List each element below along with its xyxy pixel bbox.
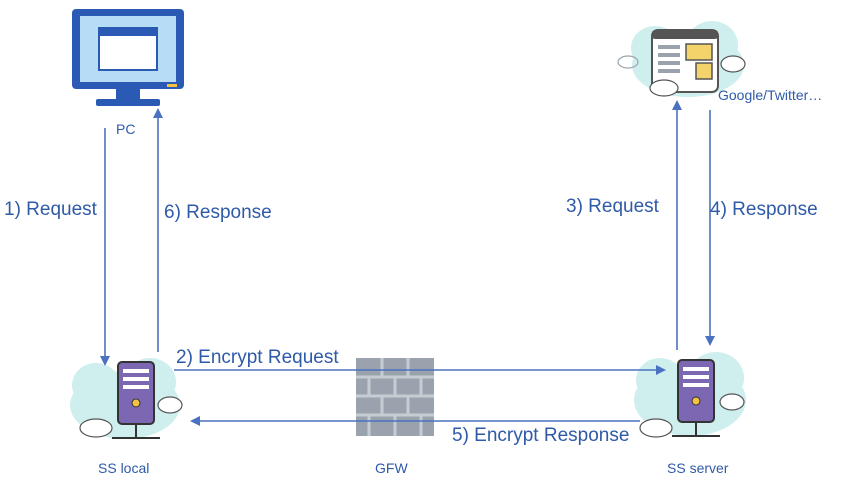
ss-server-icon [634, 352, 746, 438]
pc-monitor-icon [72, 9, 184, 106]
gfw-firewall-icon [356, 358, 434, 436]
gfw-label: GFW [375, 460, 408, 476]
website-cloud-icon [617, 21, 746, 97]
ss-local-label: SS local [98, 460, 150, 476]
ss-local-server-icon [70, 358, 183, 439]
step-3-label: 3) Request [566, 196, 659, 217]
step-1-label: 1) Request [4, 199, 97, 220]
ss-server-label: SS server [667, 460, 729, 476]
step-4-label: 4) Response [710, 199, 818, 220]
step-6-label: 6) Response [164, 202, 272, 223]
pc-label: PC [116, 121, 136, 137]
step-5-label: 5) Encrypt Response [452, 425, 630, 446]
destination-label: Google/Twitter… [718, 87, 823, 103]
step-2-label: 2) Encrypt Request [176, 347, 339, 368]
